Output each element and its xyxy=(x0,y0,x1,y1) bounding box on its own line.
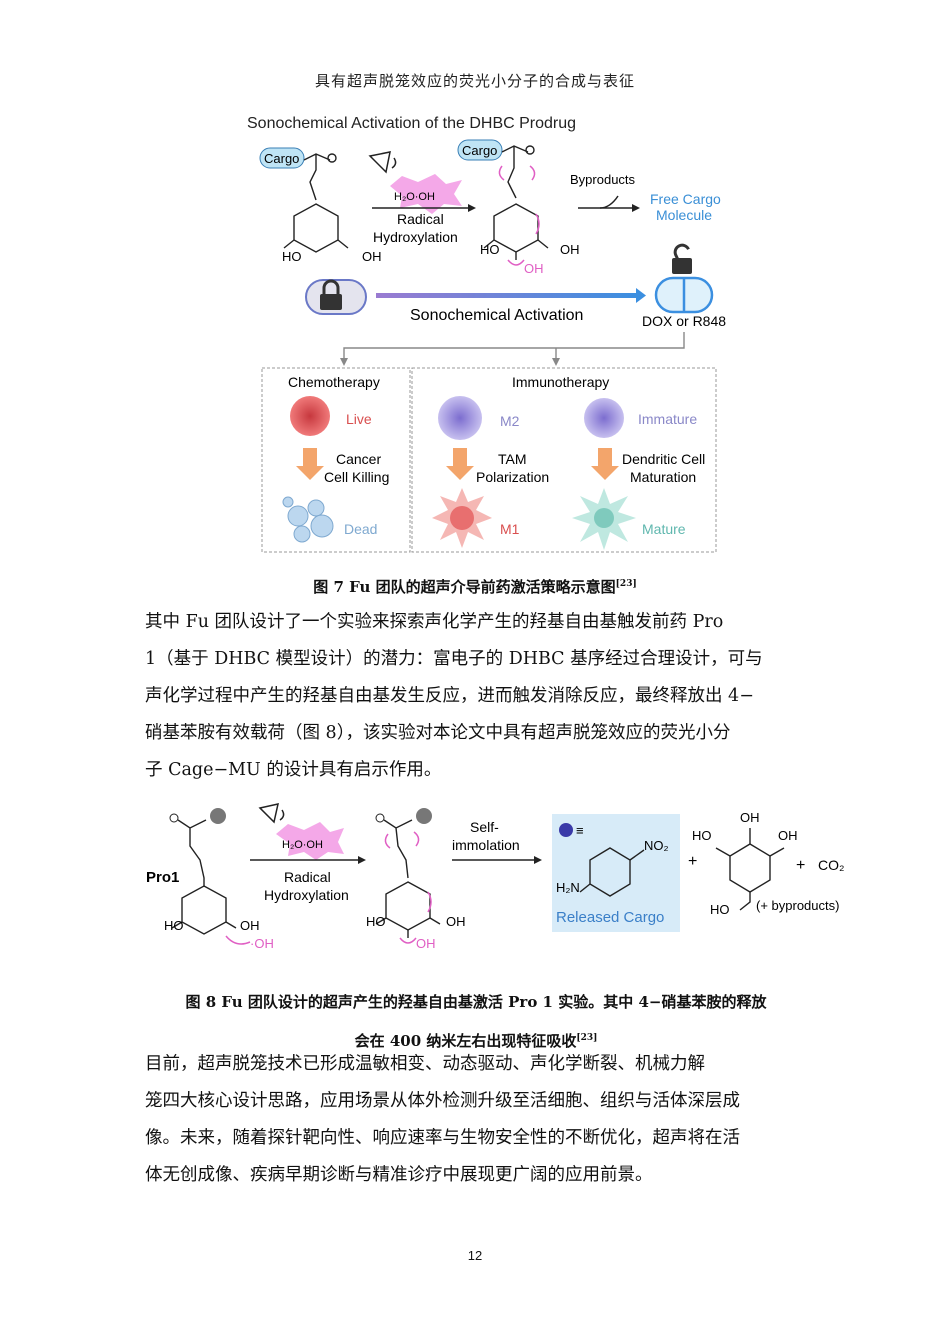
paragraph-1: 其中 Fu 团队设计了一个实验来探索声化学产生的羟基自由基触发前药 Pro 1（… xyxy=(145,612,763,780)
self-label: Self- xyxy=(470,819,499,835)
figure-7: Sonochemical Activation of the DHBC Prod… xyxy=(247,115,726,553)
plus-label-1: + xyxy=(688,853,697,870)
immature-label: Immature xyxy=(638,411,697,427)
dead-label: Dead xyxy=(344,521,377,537)
pro1-label: Pro1 xyxy=(146,869,179,886)
cancer-label-1: Cancer xyxy=(336,451,381,467)
ultrasound-icon-2 xyxy=(258,803,285,824)
free-cargo-label-1: Free Cargo xyxy=(650,191,721,207)
free-cargo-label-2: Molecule xyxy=(656,207,712,223)
h2n-label: H₂N xyxy=(556,880,580,895)
mature-label: Mature xyxy=(642,521,686,537)
cancer-label-2: Cell Killing xyxy=(324,469,389,485)
svg-text:≡: ≡ xyxy=(576,823,584,838)
cargo-label-2: Cargo xyxy=(462,143,497,158)
dc-label-1: Dendritic Cell xyxy=(622,451,705,467)
figure-7-caption: 图 7 Fu 团队的超声介导前药激活策略示意图[23] xyxy=(313,578,637,596)
dox-label: DOX or R848 xyxy=(642,313,726,329)
mature-cell-icon xyxy=(572,488,636,550)
radical-label-2: Radical xyxy=(284,869,331,885)
live-cell-icon xyxy=(290,396,330,436)
oh-label-8c: OH xyxy=(416,936,436,951)
oh-label-8b: OH xyxy=(446,914,466,929)
figure-7-title: Sonochemical Activation of the DHBC Prod… xyxy=(247,115,576,132)
immature-cell-icon xyxy=(584,398,624,438)
m1-label: M1 xyxy=(500,521,520,537)
released-cargo-box xyxy=(552,814,680,932)
dot-oh-label: ·OH xyxy=(250,936,274,951)
ho-label-8c: HO xyxy=(692,828,712,843)
chemo-label: Chemotherapy xyxy=(288,374,380,390)
ho-label-8b: HO xyxy=(366,914,386,929)
radical-label: Radical xyxy=(397,211,444,227)
immolation-label: immolation xyxy=(452,837,520,853)
ho-label-8d: HO xyxy=(710,902,730,917)
m1-cell-icon xyxy=(432,488,492,548)
m2-cell-icon xyxy=(438,396,482,440)
dc-label-2: Maturation xyxy=(630,469,696,485)
ho-label-8a: HO xyxy=(164,918,184,933)
immuno-label: Immunotherapy xyxy=(512,374,609,390)
locked-capsule-icon xyxy=(305,279,367,315)
oh-label-2: OH xyxy=(560,242,580,257)
co2-label: CO₂ xyxy=(818,857,844,873)
m2-label: M2 xyxy=(500,413,520,429)
plus-label-2: + xyxy=(796,857,805,874)
open-capsule-icon xyxy=(654,276,714,314)
figure-8-caption: 图 8 Fu 团队设计的超声产生的羟基自由基激活 Pro 1 实验。其中 4−硝… xyxy=(185,993,767,1050)
oh-label-8d: OH xyxy=(740,810,760,825)
dead-cell-icon xyxy=(282,496,334,543)
running-header: 具有超声脱笼效应的荧光小分子的合成与表征 xyxy=(314,72,635,90)
live-label: Live xyxy=(346,411,372,427)
tam-label-2: Polarization xyxy=(476,469,549,485)
byproducts-label-2: (+ byproducts) xyxy=(756,898,839,913)
oh-label-3: OH xyxy=(524,261,544,276)
unlocked-icon xyxy=(672,243,692,274)
cargo-label: Cargo xyxy=(264,151,299,166)
oh-label-8a: OH xyxy=(240,918,260,933)
hydroxylation-label: Hydroxylation xyxy=(373,229,458,245)
figure-8: Pro1 HO OH ·OH H₂O·OH Radical Hydroxylat… xyxy=(146,803,844,951)
tam-label-1: TAM xyxy=(498,451,527,467)
released-cargo-label: Released Cargo xyxy=(556,909,664,926)
h2o-oh-label: H₂O·OH xyxy=(394,191,435,203)
sono-activation-label: Sonochemical Activation xyxy=(410,307,583,324)
hydroxylation-label-2: Hydroxylation xyxy=(264,887,349,903)
page-number: 12 xyxy=(467,1248,483,1263)
paragraph-2: 目前，超声脱笼技术已形成温敏相变、动态驱动、声化学断裂、机械力解 笼四大核心设计… xyxy=(145,1054,740,1185)
ho-label-1: HO xyxy=(282,249,302,264)
oh-label-8e: OH xyxy=(778,828,798,843)
ho-label-2: HO xyxy=(480,242,500,257)
oh-label-1: OH xyxy=(362,249,382,264)
no2-label: NO₂ xyxy=(644,838,669,853)
h2o-oh-label-2: H₂O·OH xyxy=(282,839,323,851)
ultrasound-icon xyxy=(368,151,397,174)
byproducts-label: Byproducts xyxy=(570,172,636,187)
